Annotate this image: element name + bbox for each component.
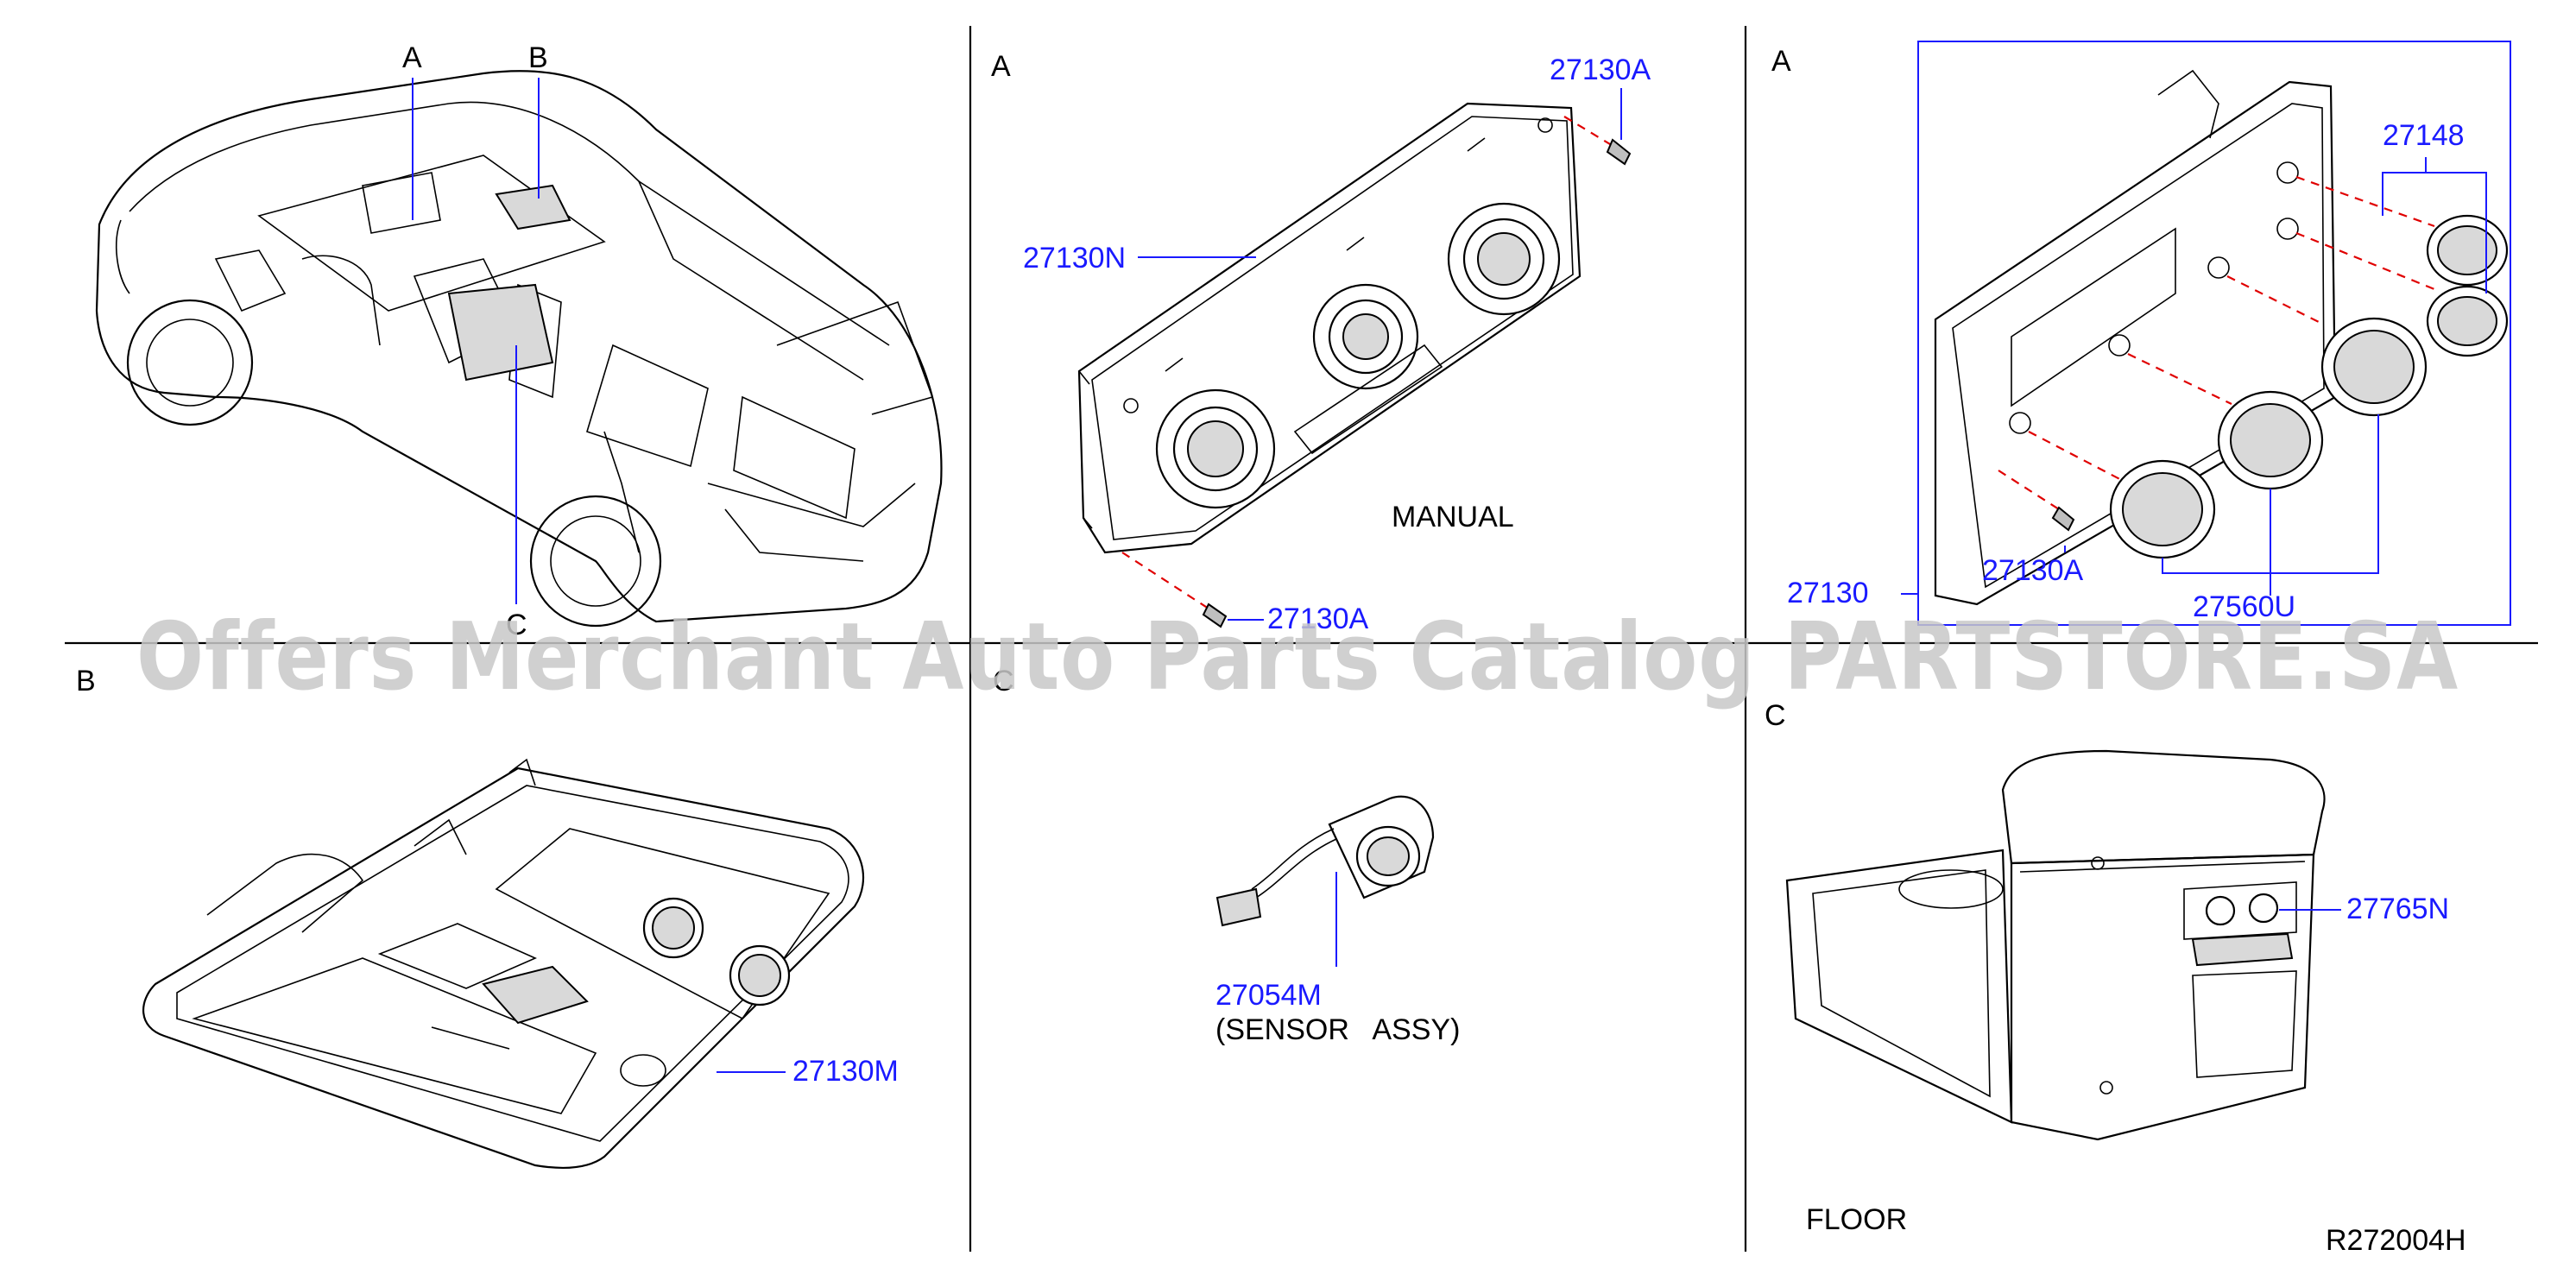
panel-c-label-right: C: [1765, 699, 1786, 732]
callout-b-label: B: [528, 41, 548, 74]
part-number-27130: 27130: [1787, 577, 1869, 609]
callout-c-label: C: [506, 609, 527, 641]
overhead-console: B: [76, 665, 865, 1170]
caption-manual: MANUAL: [1392, 501, 1514, 533]
part-number-27054m: 27054M: [1215, 979, 1322, 1012]
floor-console: C: [1765, 699, 2326, 1141]
caption-sensor-assy: (SENSOR ASSY): [1215, 1013, 1460, 1046]
part-number-27130n: 27130N: [1023, 242, 1126, 274]
auto-panel-knobs: [2051, 214, 2509, 559]
part-number-27560u: 27560U: [2193, 590, 2295, 623]
part-number-27130a-bottom: 27130A: [1267, 603, 1369, 635]
manual-panel-callouts: 27130A 27130N 27130A MANUAL: [1023, 54, 1651, 635]
caption-floor: FLOOR: [1806, 1203, 1907, 1236]
sensor-assembly: C: [993, 665, 1435, 927]
panel-dividers: [65, 26, 2538, 1252]
auto-panel-callouts: 27148 27130A 27130 27560U: [1787, 119, 2487, 623]
diagram-code: R272004H: [2326, 1224, 2466, 1257]
vehicle-callouts: A B C: [402, 41, 548, 641]
manual-control-panel: A: [991, 50, 1632, 628]
part-number-27130a-top: 27130A: [1550, 54, 1651, 86]
overhead-console-callouts: 27130M: [717, 1055, 899, 1088]
panel-a-label: A: [991, 50, 1011, 83]
panel-b-label: B: [76, 665, 96, 697]
part-number-27130a-right: 27130A: [1982, 554, 2084, 587]
part-number-27148: 27148: [2383, 119, 2465, 152]
floor-console-callouts: 27765N FLOOR: [1806, 893, 2449, 1236]
vehicle-drawing: [95, 70, 943, 628]
callout-a-label: A: [402, 41, 422, 74]
panel-a-label-right: A: [1771, 45, 1791, 78]
part-number-27765n: 27765N: [2346, 893, 2449, 925]
watermark-text: Offers Merchant Auto Parts Catalog PARTS…: [136, 603, 2459, 711]
sensor-callouts: 27054M (SENSOR ASSY): [1215, 872, 1460, 1046]
part-number-27130m: 27130M: [792, 1055, 899, 1088]
panel-c-label: C: [993, 665, 1014, 697]
